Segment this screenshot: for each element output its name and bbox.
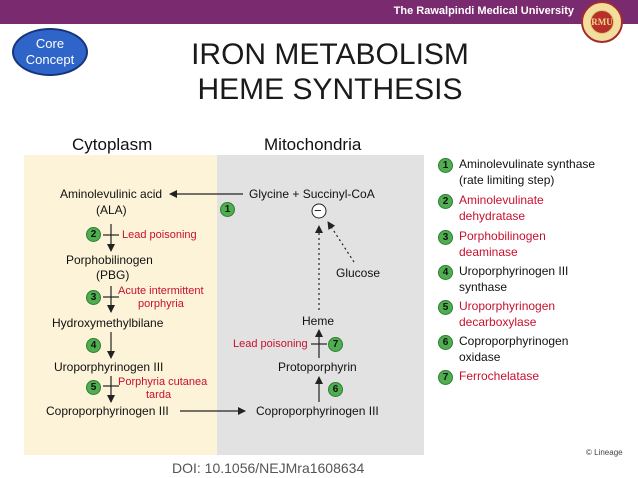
hmb-label: Hydroxymethylbilane [52,316,164,330]
legend-num-6: 6 [438,335,453,350]
university-seal-icon: RMU [581,1,623,43]
ala-abbrev: (ALA) [96,203,127,217]
badge-line-2: Concept [25,52,75,67]
ala-label: Aminolevulinic acid [60,187,163,201]
arrow-glucose-feedback [327,221,355,263]
lead-poisoning-mito: Lead poisoning [233,338,308,350]
legend-item-1: Aminolevulinate synthase(rate limiting s… [459,157,596,187]
legend-num-5: 5 [438,300,453,315]
legend-num-3: 3 [438,230,453,245]
step-7-marker: 7 [328,337,343,352]
core-concept-badge: Core Concept [12,28,88,76]
mitochondria-heading: Mitochondria [264,135,362,154]
doi-citation: DOI: 10.1056/NEJMra1608634 [172,460,365,476]
page-title-line-2: HEME SYNTHESIS [197,73,463,106]
step-3-marker: 3 [86,290,101,305]
legend-num-1: 1 [438,158,453,173]
header-bar [0,0,638,24]
proto-label: Protoporphyrin [278,360,357,374]
step-6-marker: 6 [328,382,343,397]
glucose-label: Glucose [336,266,381,280]
pct-label-1: Porphyria cutanea [118,376,208,388]
legend-num-7: 7 [438,370,453,385]
inhibition-symbol: − [314,203,322,218]
university-name: The Rawalpindi Medical University [393,5,574,17]
step-4-marker: 4 [86,338,101,353]
lead-poisoning-cyto: Lead poisoning [122,229,197,241]
copro-cyto-label: Coproporphyrinogen III [46,404,169,418]
legend-num-2: 2 [438,194,453,209]
seal-emblem: RMU [590,10,614,34]
legend-num-4: 4 [438,265,453,280]
page-title-line-1: IRON METABOLISM [191,38,469,71]
inhibition-circle-icon [311,203,327,219]
legend-item-7: Ferrochelatase [459,369,540,383]
copyright-notice: © Lineage [586,448,623,457]
aip-label-2: porphyria [138,298,184,310]
aip-label-1: Acute intermittent [118,285,204,297]
cytoplasm-heading: Cytoplasm [72,135,153,154]
badge-line-1: Core [35,36,65,51]
step-1-marker: 1 [220,202,235,217]
copro-mito-label: Coproporphyrinogen III [256,404,379,418]
step-2-marker: 2 [86,227,101,242]
glycine-label: Glycine + Succinyl-CoA [249,187,375,201]
cytoplasm-region [24,155,217,455]
heme-label: Heme [302,314,335,328]
pbg-label: Porphobilinogen [66,253,153,267]
step-5-marker: 5 [86,380,101,395]
pbg-abbrev: (PBG) [96,268,130,282]
uro-label: Uroporphyrinogen III [54,360,164,374]
pct-label-2: tarda [146,389,172,401]
